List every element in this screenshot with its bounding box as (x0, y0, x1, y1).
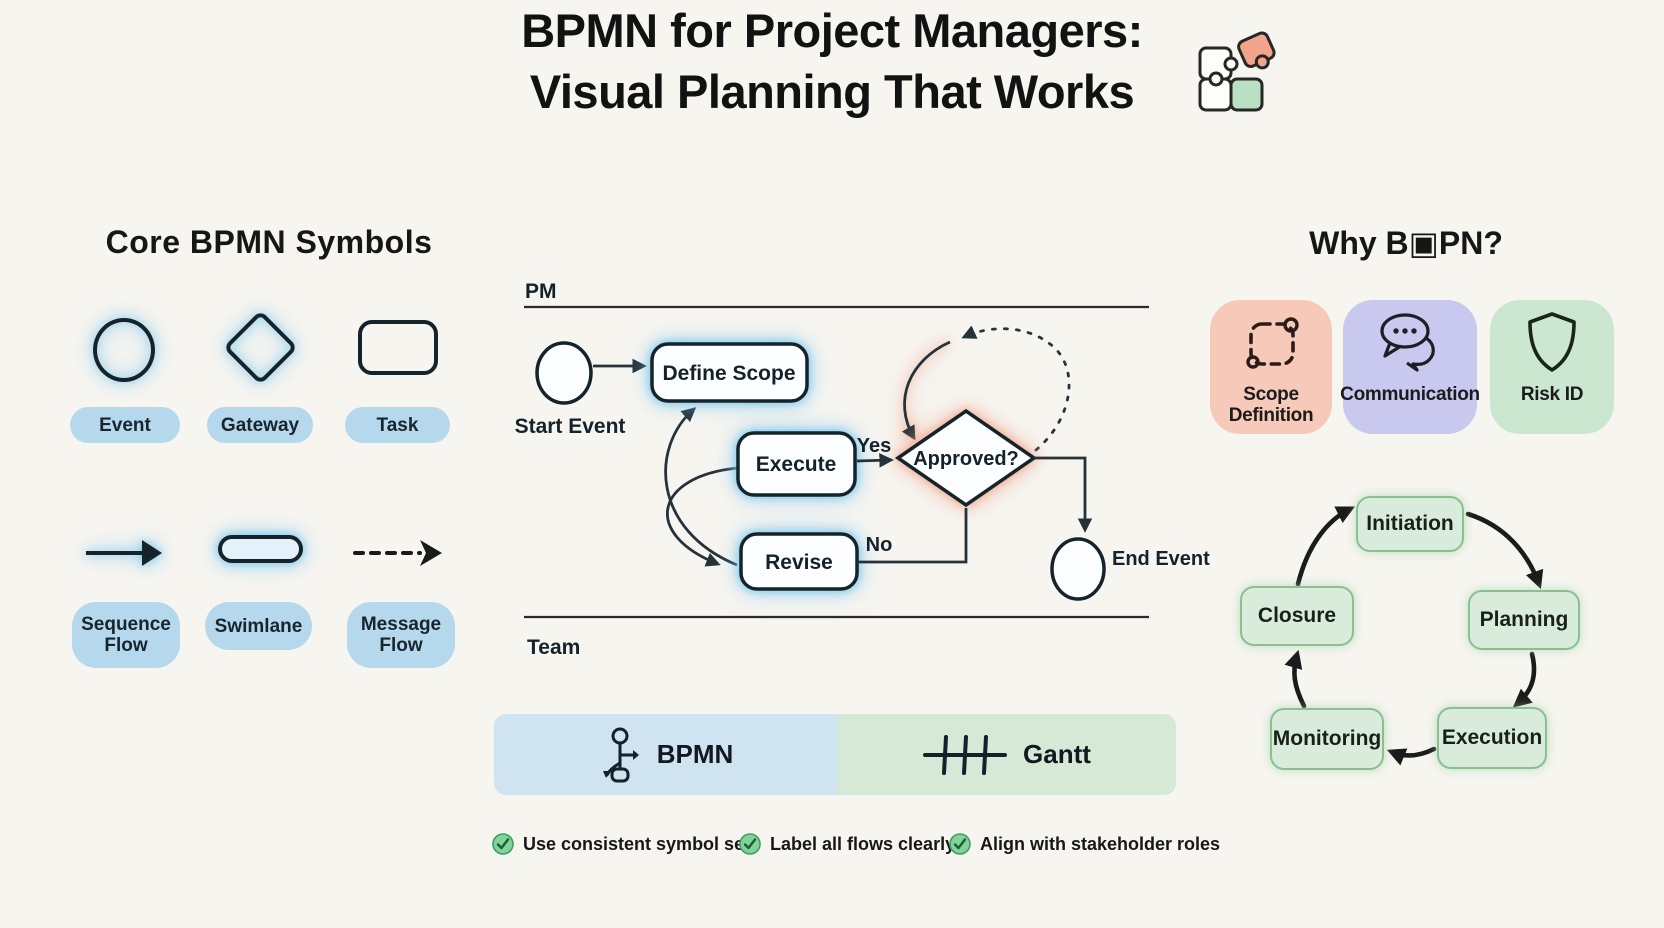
swimlane-pill-symbol (218, 535, 303, 563)
task-rectangle-symbol (358, 320, 438, 375)
badge-swimlane: Swimlane (205, 602, 312, 650)
chat-bubbles-icon (1380, 313, 1435, 372)
event-circle-symbol (93, 318, 155, 382)
page-title: BPMN for Project Managers: Visual Planni… (0, 0, 1664, 122)
shield-icon (1528, 312, 1576, 372)
lifecycle-arrows (1284, 506, 1544, 766)
lane-label-team: Team (527, 636, 580, 659)
comparison-bar-gantt: Gantt (838, 714, 1176, 795)
checklist-item-label: Align with stakeholder roles (980, 833, 1221, 854)
flow-no-branch (857, 508, 968, 564)
benefit-card-risk-id: Risk ID (1490, 300, 1614, 434)
task-revise-label: Revise (765, 551, 833, 574)
flowchart-icon (602, 727, 639, 782)
sequence-flow-arrow-symbol (86, 540, 162, 566)
checklist-item: Use consistent symbol set (492, 832, 750, 856)
arrow-planning-to-execution (1512, 651, 1537, 708)
badge-message-flow: Message Flow (347, 602, 455, 668)
flow-revise-to-define (664, 407, 738, 567)
gantt-bars-icon (923, 734, 1008, 775)
lane-label-pm: PM (525, 280, 557, 303)
page-title-line1: BPMN for Project Managers: (521, 4, 1143, 57)
comparison-gantt-label: Gantt (1023, 739, 1091, 769)
comparison-bpmn-label: BPMN (656, 739, 734, 769)
checklist-item: Align with stakeholder roles (949, 832, 1220, 856)
task-define-scope (650, 342, 809, 403)
benefit-card-label: Scope Definition (1228, 384, 1314, 426)
start-event-circle (535, 341, 593, 405)
comparison-bar-bpmn: BPMN (494, 714, 838, 795)
page-title-line2: Visual Planning That Works (529, 65, 1135, 118)
lifecycle-stage-execution: Execution (1437, 707, 1547, 769)
badge-event: Event (70, 407, 180, 443)
crop-frame-icon (1246, 317, 1299, 369)
flow-execute-to-gateway (856, 453, 894, 468)
message-flow-dashed-arrow-symbol (353, 540, 442, 566)
arrow-execution-to-monitoring (1386, 746, 1437, 766)
lifecycle-stage-monitoring: Monitoring (1270, 708, 1384, 770)
badge-task: Task (345, 407, 450, 443)
checklist-item-label: Label all flows clearly (770, 833, 956, 854)
bpmn-process-diagram: PM Team Start Event Define Scope Execute… (515, 280, 1211, 659)
branch-yes-label: Yes (857, 435, 891, 457)
benefit-card-label: Communication (1340, 384, 1480, 405)
task-execute-label: Execute (756, 453, 837, 476)
task-define-scope-label: Define Scope (662, 362, 795, 385)
checklist-item: Label all flows clearly (739, 832, 955, 856)
lifecycle-stage-planning: Planning (1468, 590, 1580, 650)
benefits-heading: Why B▣PN? (1309, 225, 1503, 261)
start-event-label: Start Event (515, 415, 626, 438)
flow-gateway-to-end (1034, 456, 1093, 533)
benefit-card-communication: Communication (1340, 300, 1480, 434)
branch-no-label: No (866, 534, 893, 556)
check-circle-icon (492, 833, 514, 855)
check-circle-icon (739, 833, 761, 855)
check-circle-icon (949, 833, 971, 855)
badge-sequence-flow: Sequence Flow (72, 602, 180, 668)
gateway-approved-label: Approved? (913, 448, 1019, 470)
lifecycle-stage-initiation: Initiation (1356, 496, 1464, 552)
arrow-initiation-to-planning (1465, 511, 1544, 590)
benefit-card-label: Risk ID (1520, 384, 1584, 405)
lifecycle-stage-closure: Closure (1240, 586, 1354, 646)
flow-define-to-revise (666, 466, 739, 567)
benefit-card-scope-definition: Scope Definition (1210, 300, 1332, 434)
gateway-diamond-symbol (223, 310, 298, 385)
puzzle-pieces-icon (1198, 31, 1276, 112)
symbols-panel-heading: Core BPMN Symbols (105, 224, 433, 260)
arrow-monitoring-to-closure (1284, 649, 1307, 709)
rework-loop-return (901, 340, 951, 441)
checklist-item-label: Use consistent symbol set (523, 833, 751, 854)
badge-gateway: Gateway (207, 407, 313, 443)
task-execute (736, 431, 857, 497)
end-event-circle (1050, 537, 1106, 601)
arrow-closure-to-initiation (1295, 506, 1355, 587)
end-event-label: End Event (1112, 548, 1210, 570)
rework-loop-dashed (961, 325, 1071, 452)
